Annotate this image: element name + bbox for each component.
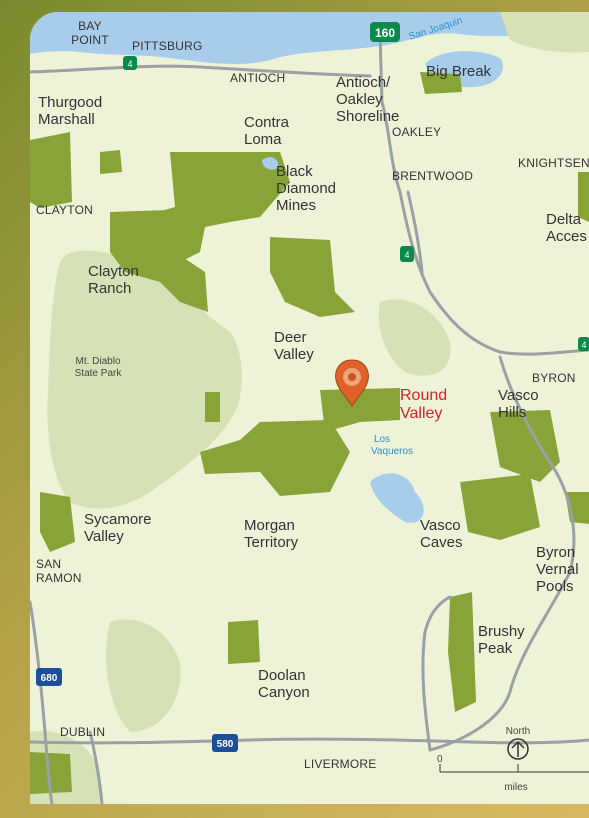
label-clayton: CLAYTON (36, 203, 93, 217)
road-livermore (421, 595, 452, 752)
park-sycamore (40, 492, 75, 552)
park-delta (578, 172, 589, 222)
park-vasco-caves (460, 474, 540, 540)
state-park-3 (378, 299, 451, 376)
label-dublin: DUBLIN (60, 725, 105, 739)
svg-text:4: 4 (404, 250, 409, 260)
label-pittsburg: PITTSBURG (132, 39, 202, 53)
park-thurgood (30, 132, 72, 208)
svg-text:580: 580 (217, 739, 234, 750)
i680 (30, 600, 54, 804)
park-doolan (228, 620, 260, 664)
contra-loma-reservoir (262, 157, 279, 170)
mt-diablo-state-park (47, 250, 242, 509)
park-misc-1 (100, 150, 122, 174)
label-antioch: ANTIOCH (230, 71, 285, 85)
svg-text:4: 4 (127, 59, 132, 69)
label-livermore: LIVERMORE (304, 757, 376, 771)
highway-shields: 4 160 4 4 680 (36, 22, 589, 752)
park-clayton (110, 210, 208, 312)
shield-4-south: 4 (400, 246, 414, 262)
svg-text:680: 680 (41, 673, 58, 684)
north-arrow-icon (507, 738, 529, 760)
road-dublin (88, 730, 104, 804)
shield-4-east: 4 (578, 337, 589, 351)
delta-land (500, 12, 589, 53)
state-park-2 (106, 619, 181, 732)
bay-water (30, 12, 589, 64)
park-round-valley (320, 388, 400, 432)
shield-4-west: 4 (123, 56, 137, 70)
map-scale: North 0 miles (437, 726, 589, 793)
regional-parks (30, 72, 589, 794)
scale-zero: 0 (437, 754, 443, 765)
i580 (30, 737, 589, 745)
park-antioch (420, 72, 462, 94)
hwy-4-west (30, 64, 372, 78)
label-big-break: Big Break (426, 63, 492, 80)
scale-units: miles (504, 782, 527, 793)
svg-text:4: 4 (581, 340, 586, 350)
hwy-160 (378, 32, 589, 356)
regional-parks-map: 4 160 4 4 680 (30, 12, 589, 804)
roads (30, 32, 589, 804)
north-label: North (506, 726, 530, 737)
vasco-road (428, 355, 576, 752)
park-misc-2 (30, 752, 72, 794)
svg-text:160: 160 (375, 26, 395, 40)
shield-680: 680 (36, 668, 62, 686)
label-brentwood: BRENTWOOD (392, 169, 473, 183)
location-pin-icon[interactable] (335, 359, 369, 407)
shield-580: 580 (212, 734, 238, 752)
park-deer-valley (270, 237, 355, 317)
label-knightsen: KNIGHTSEN (518, 156, 589, 170)
park-black-diamond (140, 152, 290, 262)
park-misc-3 (205, 392, 220, 422)
los-vaqueros-reservoir (370, 473, 424, 523)
map-canvas: 4 160 4 4 680 (30, 12, 589, 804)
hwy-4-south (406, 190, 424, 274)
shield-160: 160 (370, 22, 400, 42)
park-vasco-hills (490, 410, 560, 482)
label-byron: BYRON (532, 371, 576, 385)
park-brushy (448, 592, 476, 712)
park-morgan (200, 420, 350, 496)
label-oakley: OAKLEY (392, 125, 441, 139)
